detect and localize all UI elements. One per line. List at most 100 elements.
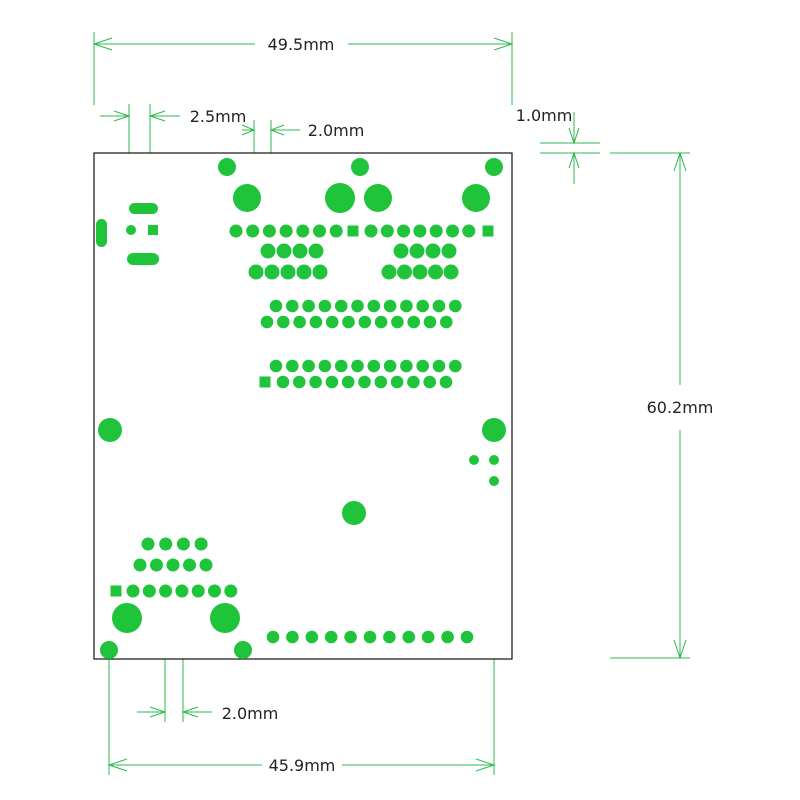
header-pad (277, 315, 290, 329)
mount-hole (234, 641, 252, 659)
edge-pad (460, 630, 474, 644)
pin-pad (199, 558, 213, 572)
header-pad (341, 375, 355, 389)
edge-pad (402, 630, 416, 644)
header-pad (383, 359, 397, 373)
pin-pad (175, 584, 189, 598)
pin-pad (260, 243, 276, 259)
mount-hole (364, 184, 392, 212)
pin-pad (126, 584, 140, 598)
board-height-label: 60.2mm (647, 398, 714, 417)
header-pad (293, 315, 306, 329)
header-pad (325, 315, 339, 329)
pin-pad (397, 224, 411, 238)
mount-hole (100, 641, 118, 659)
square-pad (110, 585, 122, 597)
header-pad (407, 375, 420, 389)
pin-pad (397, 264, 412, 280)
header-pad (334, 359, 348, 373)
header-pad (342, 315, 355, 329)
header-pad (358, 375, 371, 389)
header-pad (439, 375, 453, 389)
pcb-pads (96, 158, 506, 659)
pin-pad (194, 537, 208, 551)
pin-pad (429, 224, 443, 238)
pin-pad (229, 224, 243, 238)
header-pad (391, 315, 404, 329)
small-pad (489, 455, 499, 465)
small-pad (469, 455, 479, 465)
edge-offset-label: 1.0mm (516, 106, 573, 125)
board-width-label: 49.5mm (268, 35, 335, 54)
square-pad (347, 225, 359, 237)
pin-pad (441, 243, 457, 259)
header-pad (293, 375, 306, 389)
header-pad (325, 375, 339, 389)
header-pad (440, 315, 453, 329)
pin-pad (183, 558, 196, 572)
pin-pad (176, 537, 190, 551)
header-pad (358, 315, 372, 329)
mount-hole (233, 184, 261, 212)
slot-pad (129, 203, 158, 214)
pin-pad (142, 584, 156, 598)
mount-hole (325, 183, 355, 213)
header-pad (432, 359, 446, 373)
mount-hole (112, 603, 142, 633)
edge-pad (421, 630, 435, 644)
pin-pad (393, 243, 409, 259)
header-pad (367, 359, 381, 373)
pin-pad (443, 264, 459, 280)
pin-pad (313, 224, 326, 238)
pin-pad (425, 243, 441, 259)
header-pad (302, 359, 315, 373)
pin-pad (296, 224, 310, 238)
edge-pad (266, 630, 280, 644)
header-pad (351, 359, 364, 373)
header-pad (309, 315, 323, 329)
header-pad (367, 299, 381, 313)
header-pad (334, 299, 348, 313)
header-pitch-top-label: 2.0mm (308, 121, 365, 140)
header-pad (400, 359, 413, 373)
header-pad (416, 299, 430, 313)
pin-pad (276, 243, 292, 259)
header-pad (286, 299, 299, 313)
header-pad (407, 315, 421, 329)
pin-pad (246, 224, 260, 238)
pin-pad (224, 584, 238, 598)
header-pad (416, 359, 430, 373)
header-pad (449, 299, 462, 313)
edge-pad (441, 630, 454, 644)
pin-pad (150, 558, 163, 572)
header-pad (374, 315, 388, 329)
small-pad (489, 476, 499, 486)
pin-pad (280, 264, 296, 280)
header-pad (423, 315, 437, 329)
pin-pad (292, 243, 308, 259)
slot-pad (96, 219, 107, 247)
header-pitch-bottom-label: 2.0mm (222, 704, 279, 723)
header-pad (286, 359, 299, 373)
header-pad (449, 359, 462, 373)
square-pad (259, 376, 271, 388)
header-pad (390, 375, 404, 389)
header-pad (374, 375, 388, 389)
square-pad (482, 225, 494, 237)
dimension-labels: 49.5mm 2.5mm 2.0mm 1.0mm 60.2mm 2.0mm 45… (190, 35, 714, 775)
pin-pad (428, 264, 443, 280)
pin-pad (264, 264, 280, 280)
edge-pad (344, 630, 357, 644)
header-pad (423, 375, 437, 389)
mount-hole (462, 184, 490, 212)
mount-hole (218, 158, 236, 176)
pin-pad (248, 264, 264, 280)
header-pad (400, 299, 413, 313)
square-pad (148, 225, 158, 235)
mount-hole (482, 418, 506, 442)
slot-pad (127, 253, 159, 265)
pin-pad (329, 224, 343, 238)
pin-pad (446, 224, 459, 238)
pin-pad (380, 224, 394, 238)
pad (126, 225, 136, 235)
